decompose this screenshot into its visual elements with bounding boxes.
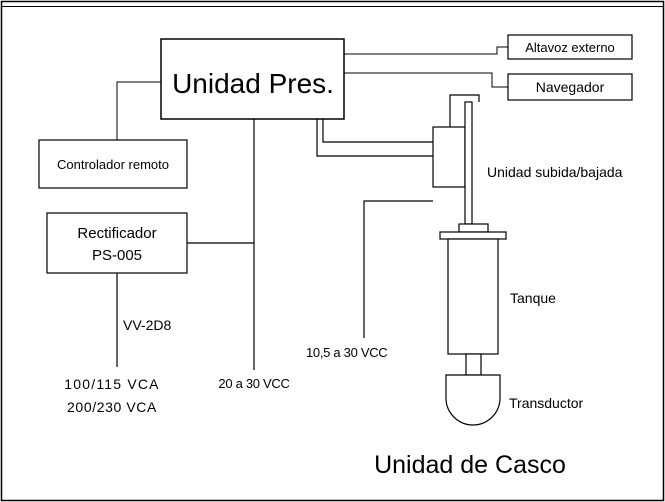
main-unit-box (160, 38, 345, 120)
dc-power-main-label: 20 a 30 VCC (218, 376, 289, 391)
ac-power-label-line2: 200/230 VCA (67, 399, 157, 415)
navigator-label: Navegador (536, 79, 605, 95)
navigator-box (507, 73, 633, 101)
transducer-label: Transductor (509, 395, 584, 411)
external-speaker-label: Altavoz externo (525, 40, 615, 55)
remote-controller-cable (116, 81, 161, 140)
rectifier-box (46, 212, 188, 274)
hoist-cable-outer (316, 119, 433, 157)
hoist-unit-label: Unidad subida/bajada (487, 164, 623, 180)
hoist-power-cable (363, 200, 433, 338)
dc-power-hoist-label: 10,5 a 30 VCC (306, 345, 387, 360)
remote-controller-label: Controlador remoto (57, 157, 169, 172)
main-unit-label: Unidad Pres. (172, 68, 334, 99)
hoist-shaft-top (449, 94, 480, 127)
hull-unit-title: Unidad de Casco (374, 451, 566, 479)
tank-flange-top (458, 223, 489, 233)
hoist-cable-inner (322, 119, 433, 143)
cable-type-label: VV-2D8 (123, 317, 171, 333)
hoist-shaft (464, 101, 473, 225)
rectifier-label-line2: PS-005 (92, 247, 142, 264)
remote-controller-box (38, 139, 188, 189)
transducer-shaft (465, 353, 482, 376)
speaker-cable (344, 46, 508, 55)
transducer-dome (445, 374, 501, 426)
navigator-cable (344, 72, 508, 88)
rectifier-label-line1: Rectificador (77, 225, 156, 242)
hoist-motor-box (432, 126, 466, 188)
tank-flange (439, 231, 507, 240)
ac-power-label-line1: 100/115 VCA (64, 376, 159, 392)
tank-body (447, 238, 499, 355)
tank-label: Tanque (510, 290, 556, 306)
